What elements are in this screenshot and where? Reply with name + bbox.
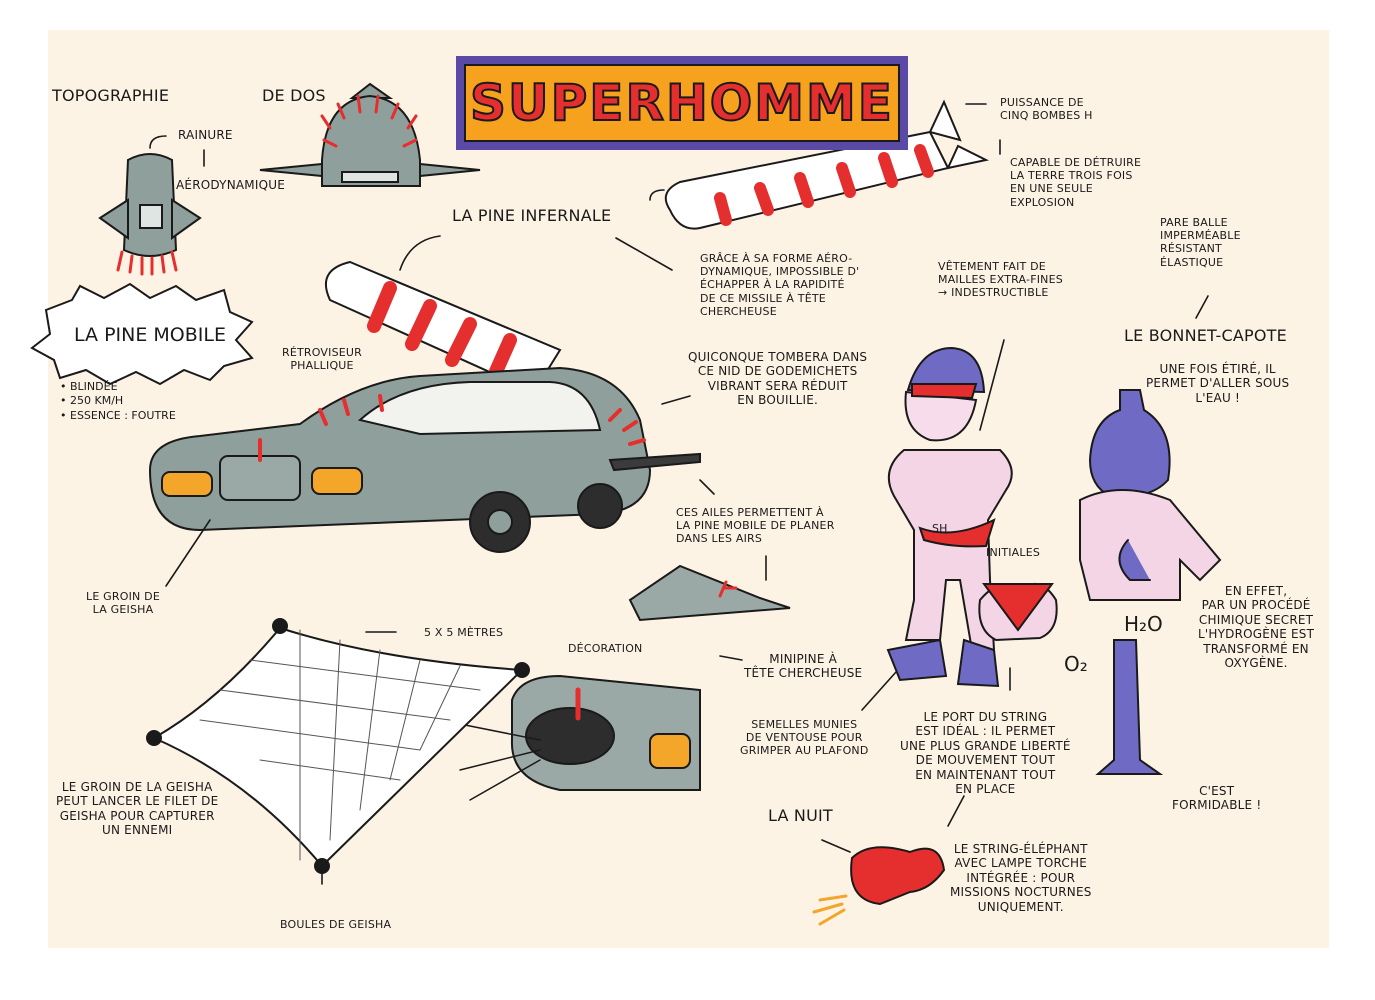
label-la-nuit: LA NUIT <box>768 806 833 825</box>
label-missile-power: PUISSANCE DE CINQ BOMBES H <box>1000 96 1093 123</box>
formula-o2: O₂ <box>1064 652 1088 676</box>
label-pine-mobile: LA PINE MOBILE <box>74 324 226 346</box>
label-groin: LE GROIN DE LA GEISHA <box>86 590 160 617</box>
spec-item: ESSENCE : FOUTRE <box>60 409 176 423</box>
missile-top <box>664 99 990 230</box>
wing <box>628 564 791 622</box>
label-string: LE PORT DU STRING EST IDÉAL : IL PERMET … <box>900 710 1071 796</box>
formula-h2o: H₂O <box>1124 612 1163 636</box>
top-view-car <box>98 153 202 276</box>
label-pare-balle: PARE BALLE IMPERMÉABLE RÉSISTANT ÉLASTIQ… <box>1160 216 1241 269</box>
label-bonnet-desc: UNE FOIS ÉTIRÉ, IL PERMET D'ALLER SOUS L… <box>1146 362 1290 405</box>
label-ailes: CES AILES PERMETTENT À LA PINE MOBILE DE… <box>676 506 835 546</box>
burst-frame <box>30 282 254 386</box>
label-pine-infernale: LA PINE INFERNALE <box>452 206 612 225</box>
label-semelles: SEMELLES MUNIES DE VENTOUSE POUR GRIMPER… <box>740 718 869 758</box>
title-banner-inner: SUPERHOMME <box>464 64 900 142</box>
label-rainure: RAINURE <box>178 128 233 142</box>
label-groin-filet: LE GROIN DE LA GEISHA PEUT LANCER LE FIL… <box>56 780 219 838</box>
pine-mobile-car <box>148 366 701 553</box>
decoration-closeup <box>439 674 701 801</box>
label-string-elephant: LE STRING-ÉLÉPHANT AVEC LAMPE TORCHE INT… <box>950 842 1092 914</box>
label-godemichets: QUICONQUE TOMBERA DANS CE NID DE GODEMIC… <box>688 350 868 408</box>
label-missile-capable: CAPABLE DE DÉTRUIRE LA TERRE TROIS FOIS … <box>1010 156 1142 209</box>
back-view-car <box>259 82 481 187</box>
spec-item: BLINDÉE <box>60 380 176 394</box>
geisha-net <box>146 618 530 874</box>
label-en-effet: EN EFFET, PAR UN PROCÉDÉ CHIMIQUE SECRET… <box>1198 584 1315 670</box>
label-retroviseur: RÉTROVISEUR PHALLIQUE <box>282 346 363 373</box>
mobile-specs-list: BLINDÉE 250 KM/H ESSENCE : FOUTRE <box>60 380 176 423</box>
label-vetement: VÊTEMENT FAIT DE MAILLES EXTRA-FINES → I… <box>938 260 1063 300</box>
label-filet-size: 5 X 5 MÈTRES <box>424 626 504 639</box>
label-initiales: INITIALES <box>986 546 1041 559</box>
string-closeup <box>978 582 1058 642</box>
label-topographie: TOPOGRAPHIE <box>52 86 170 105</box>
label-minipine: MINIPINE À TÊTE CHERCHEUSE <box>744 652 863 681</box>
label-boules: BOULES DE GEISHA <box>280 918 392 931</box>
label-bonnet-capote: LE BONNET-CAPOTE <box>1124 326 1287 345</box>
string-elephant <box>812 846 946 926</box>
label-aerodynamique: AÉRODYNAMIQUE <box>176 178 285 192</box>
page-title: SUPERHOMME <box>469 73 894 133</box>
missile-car <box>325 260 562 394</box>
hooded-figure <box>1079 389 1222 601</box>
water-stand <box>1095 639 1164 775</box>
label-formidable: C'EST FORMIDABLE ! <box>1172 784 1262 813</box>
annotation-arrows <box>149 103 1209 885</box>
label-decoration: DÉCORATION <box>568 642 643 655</box>
title-banner: SUPERHOMME <box>456 56 908 150</box>
label-de-dos: DE DOS <box>262 86 326 105</box>
label-missile-desc: GRÂCE À SA FORME AÉRO- DYNAMIQUE, IMPOSS… <box>700 252 860 318</box>
spec-item: 250 KM/H <box>60 394 176 408</box>
suit-logo-initials: SH <box>932 522 948 535</box>
